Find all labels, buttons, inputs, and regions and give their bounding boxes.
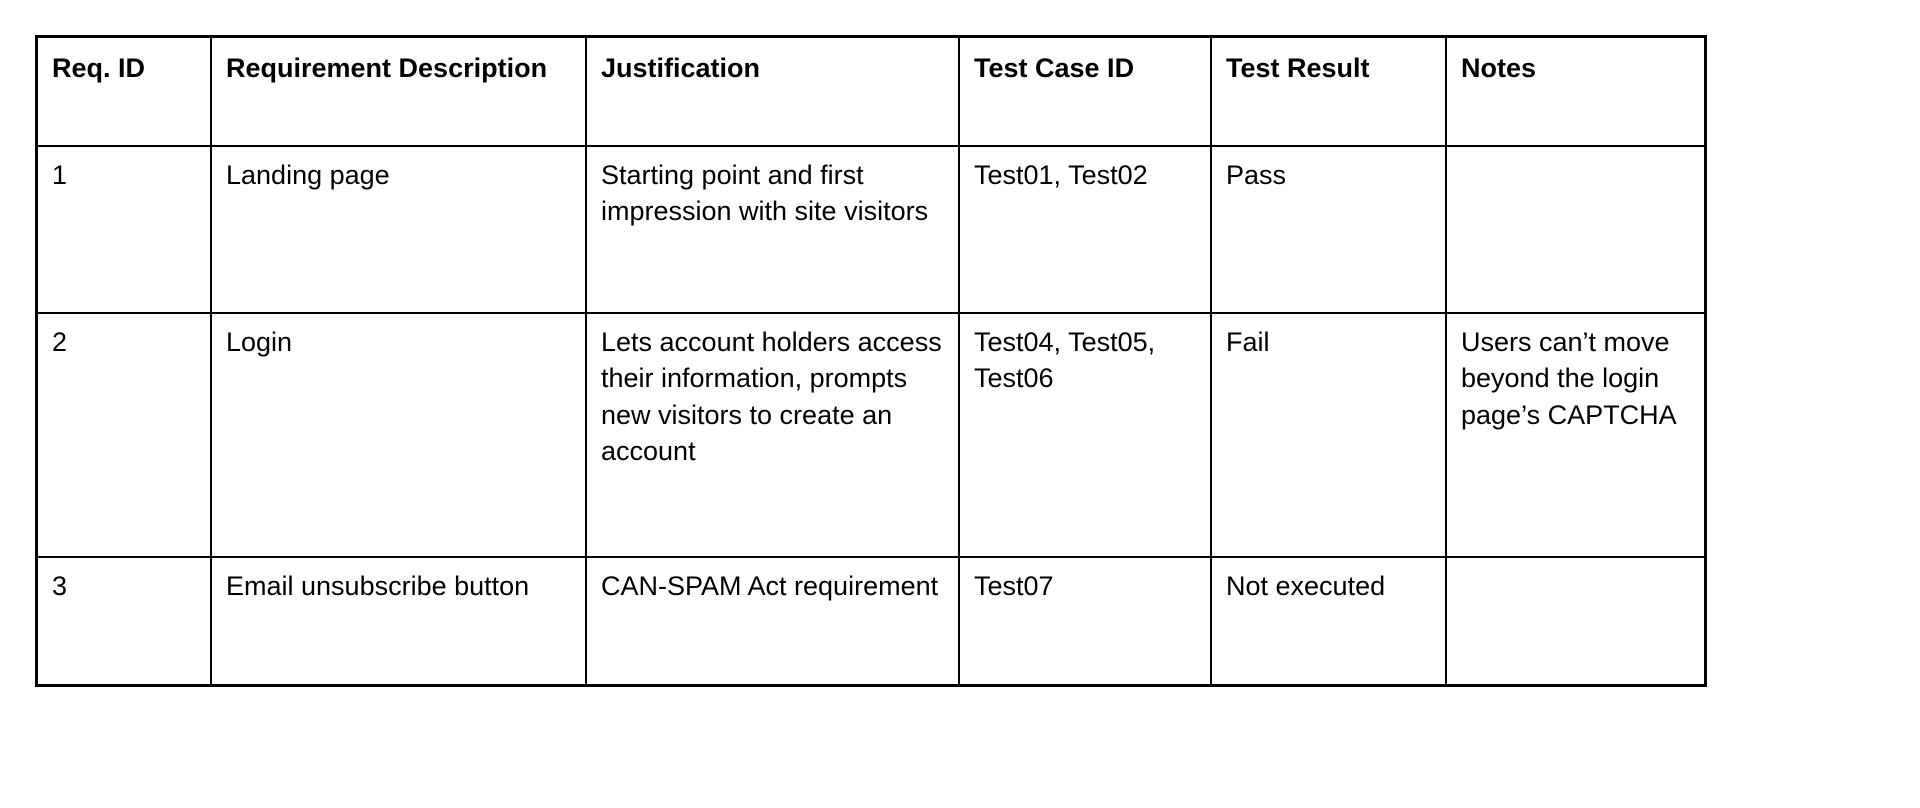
cell-notes bbox=[1445, 145, 1706, 314]
column-header-req-id: Req. ID bbox=[36, 36, 212, 147]
cell-test-case-id: Test07 bbox=[958, 556, 1212, 686]
column-header-justification-label: Justification bbox=[601, 53, 761, 83]
table-body: 1 Landing page Starting point and first … bbox=[36, 145, 1706, 686]
column-header-justification: Justification bbox=[585, 36, 960, 147]
requirements-traceability-table: Req. ID Requirement Description Justific… bbox=[35, 35, 1707, 687]
column-header-test-case-id-label: Test Case ID bbox=[974, 53, 1135, 83]
column-header-test-result-label: Test Result bbox=[1226, 53, 1370, 83]
cell-req-id-value: 1 bbox=[52, 160, 68, 190]
cell-requirement-description: Email unsubscribe button bbox=[210, 556, 587, 686]
cell-justification: CAN-SPAM Act requirement bbox=[585, 556, 960, 686]
cell-test-case-id: Test04, Test05, Test06 bbox=[958, 312, 1212, 558]
column-header-requirement-description: Requirement Description bbox=[210, 36, 587, 147]
column-header-notes: Notes bbox=[1445, 36, 1706, 147]
cell-justification-value: Lets account holders access their inform… bbox=[601, 327, 942, 467]
cell-requirement-description: Login bbox=[210, 312, 587, 558]
cell-test-result-value: Pass bbox=[1226, 160, 1287, 190]
cell-test-case-id-value: Test04, Test05, Test06 bbox=[974, 327, 1156, 394]
cell-requirement-description: Landing page bbox=[210, 145, 587, 314]
column-header-test-case-id: Test Case ID bbox=[958, 36, 1212, 147]
cell-test-result: Pass bbox=[1210, 145, 1447, 314]
cell-req-id-value: 2 bbox=[52, 327, 68, 357]
table-header-row: Req. ID Requirement Description Justific… bbox=[36, 36, 1706, 147]
cell-test-result-value: Fail bbox=[1226, 327, 1270, 357]
table-row: 1 Landing page Starting point and first … bbox=[36, 145, 1706, 314]
column-header-req-id-label: Req. ID bbox=[52, 53, 146, 83]
column-header-notes-label: Notes bbox=[1461, 53, 1537, 83]
requirements-table-container: Req. ID Requirement Description Justific… bbox=[35, 35, 1707, 687]
cell-test-case-id-value: Test07 bbox=[974, 571, 1054, 601]
cell-req-id: 1 bbox=[36, 145, 212, 314]
cell-req-id: 3 bbox=[36, 556, 212, 686]
column-header-test-result: Test Result bbox=[1210, 36, 1447, 147]
cell-notes-value: Users can’t move beyond the login page’s… bbox=[1461, 327, 1677, 430]
cell-test-result: Fail bbox=[1210, 312, 1447, 558]
cell-requirement-description-value: Email unsubscribe button bbox=[226, 571, 530, 601]
cell-test-case-id: Test01, Test02 bbox=[958, 145, 1212, 314]
cell-notes bbox=[1445, 556, 1706, 686]
cell-test-case-id-value: Test01, Test02 bbox=[974, 160, 1148, 190]
cell-test-result: Not executed bbox=[1210, 556, 1447, 686]
cell-requirement-description-value: Landing page bbox=[226, 160, 390, 190]
cell-justification-value: Starting point and first impression with… bbox=[601, 160, 929, 227]
cell-justification-value: CAN-SPAM Act requirement bbox=[601, 571, 939, 601]
cell-req-id: 2 bbox=[36, 312, 212, 558]
cell-requirement-description-value: Login bbox=[226, 327, 293, 357]
table-header: Req. ID Requirement Description Justific… bbox=[36, 36, 1706, 147]
cell-justification: Lets account holders access their inform… bbox=[585, 312, 960, 558]
table-row: 2 Login Lets account holders access thei… bbox=[36, 312, 1706, 558]
cell-justification: Starting point and first impression with… bbox=[585, 145, 960, 314]
table-row: 3 Email unsubscribe button CAN-SPAM Act … bbox=[36, 556, 1706, 686]
cell-req-id-value: 3 bbox=[52, 571, 68, 601]
cell-test-result-value: Not executed bbox=[1226, 571, 1386, 601]
cell-notes: Users can’t move beyond the login page’s… bbox=[1445, 312, 1706, 558]
column-header-requirement-description-label: Requirement Description bbox=[226, 53, 548, 83]
